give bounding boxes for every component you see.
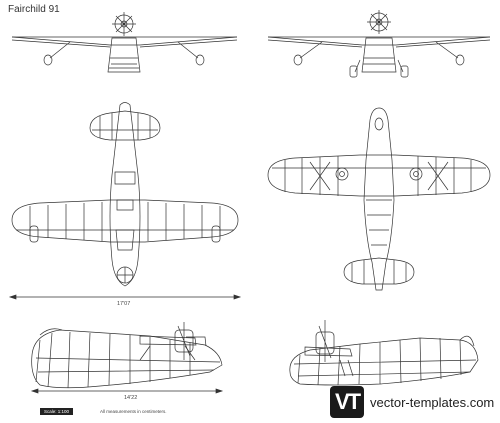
length-dimension-line — [32, 389, 222, 393]
length-dimension-label: 14'22 — [124, 395, 138, 401]
bottom-view — [268, 108, 490, 290]
scale-badge: Scale: 1:100 — [40, 408, 74, 415]
vt-logo: VT — [330, 386, 364, 418]
drawing-title: Fairchild 91 — [8, 4, 60, 15]
side-view-right — [290, 320, 478, 385]
front-view-left — [12, 12, 237, 72]
top-view — [12, 103, 238, 287]
wingspan-dimension-line — [10, 295, 240, 299]
side-view-left — [32, 322, 222, 388]
front-view-right — [268, 10, 490, 77]
wingspan-dimension-label: 17'07 — [117, 301, 131, 307]
site-watermark: vector-templates.com — [370, 395, 495, 410]
measurement-note: All measurements in centimeters. — [100, 409, 167, 414]
